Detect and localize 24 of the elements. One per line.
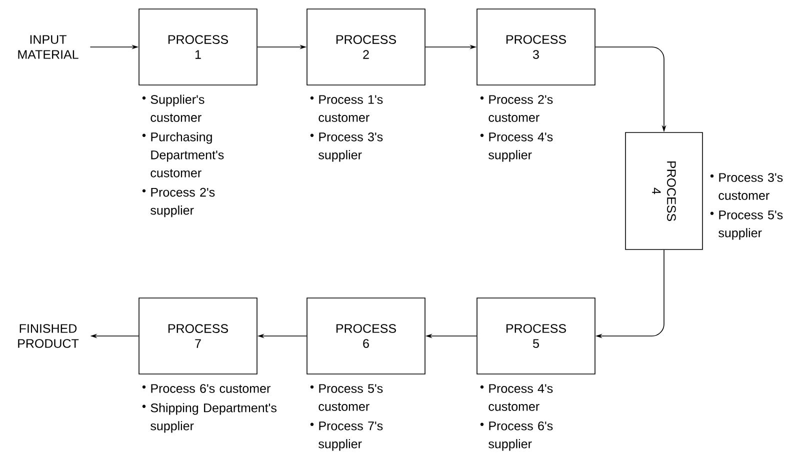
bullet-item: Process 4's supplier	[488, 132, 553, 162]
bullet-item: Process 2's supplier	[150, 188, 215, 218]
process-box: PROCESS 7	[138, 298, 258, 374]
process-box: PROCESS 2	[306, 8, 426, 86]
bullet-item: Process 6's customer	[151, 384, 270, 393]
process-box: PROCESS 1	[138, 8, 258, 86]
bullet-item: Supplier's customer	[150, 94, 204, 122]
bullet-item: Shipping Department's supplier	[150, 403, 276, 433]
bullet-item: Process 5's customer	[318, 384, 383, 411]
bullet-item: Process 6's supplier	[488, 421, 553, 451]
flow-label: FINISHED PRODUCT	[18, 324, 79, 348]
bullet-item: Process 3's supplier	[318, 132, 383, 162]
bullet-item: Process 7's supplier	[318, 422, 383, 451]
bullet-item: Process 1's customer	[318, 95, 383, 122]
bullet-item: Purchasing Department's customer	[150, 132, 224, 178]
bullet-item: Process 2's customer	[488, 95, 553, 122]
process-box: PROCESS 3	[476, 8, 596, 86]
bullet-item: Process 5's supplier	[718, 210, 783, 240]
process-box: PROCESS 4	[625, 132, 703, 250]
bullet-item: Process 4's customer	[488, 384, 553, 411]
process-box: PROCESS 5	[476, 298, 596, 374]
process-box: PROCESS 6	[306, 298, 426, 374]
bullet-item: Process 3's customer	[718, 173, 783, 200]
flow-label: INPUT MATERIAL	[18, 35, 78, 59]
